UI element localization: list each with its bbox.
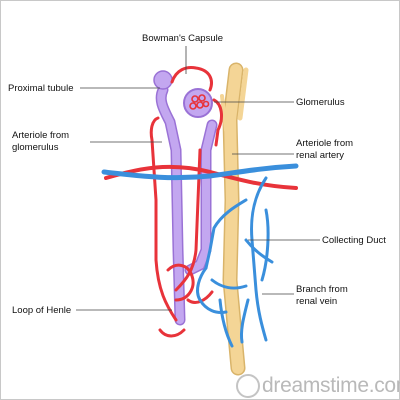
renal-artery	[104, 164, 298, 190]
proximal-tubule	[153, 70, 218, 326]
arteriole-from-glomerulus-label-line2: glomerulus	[12, 142, 59, 153]
branch-from-renal-vein-label-line2: renal vein	[296, 296, 338, 307]
watermark-logo-icon	[236, 374, 260, 398]
proximal-tubule-label: Proximal tubule	[8, 83, 74, 94]
bowmans-capsule	[183, 88, 213, 118]
loop-of-henle-label: Loop of Henle	[12, 305, 72, 316]
watermark-text: dreamstime.com	[262, 374, 400, 397]
collecting-duct-label: Collecting Duct	[322, 235, 386, 246]
branch-from-renal-vein-label-line1: Branch from	[296, 284, 348, 295]
arterioles	[149, 66, 223, 338]
renal-vein	[101, 163, 299, 181]
bowmans-capsule-label: Bowman's Capsule	[142, 33, 224, 44]
leader-lines	[76, 46, 320, 311]
arteriole-from-renal-artery-label-line1: Arteriole from	[296, 138, 354, 149]
glomerulus	[189, 94, 210, 110]
arteriole-from-renal-artery-label-line2: renal artery	[296, 150, 345, 161]
glomerulus-label: Glomerulus	[296, 97, 345, 108]
arteriole-from-glomerulus-label-line1: Arteriole from	[12, 130, 70, 141]
